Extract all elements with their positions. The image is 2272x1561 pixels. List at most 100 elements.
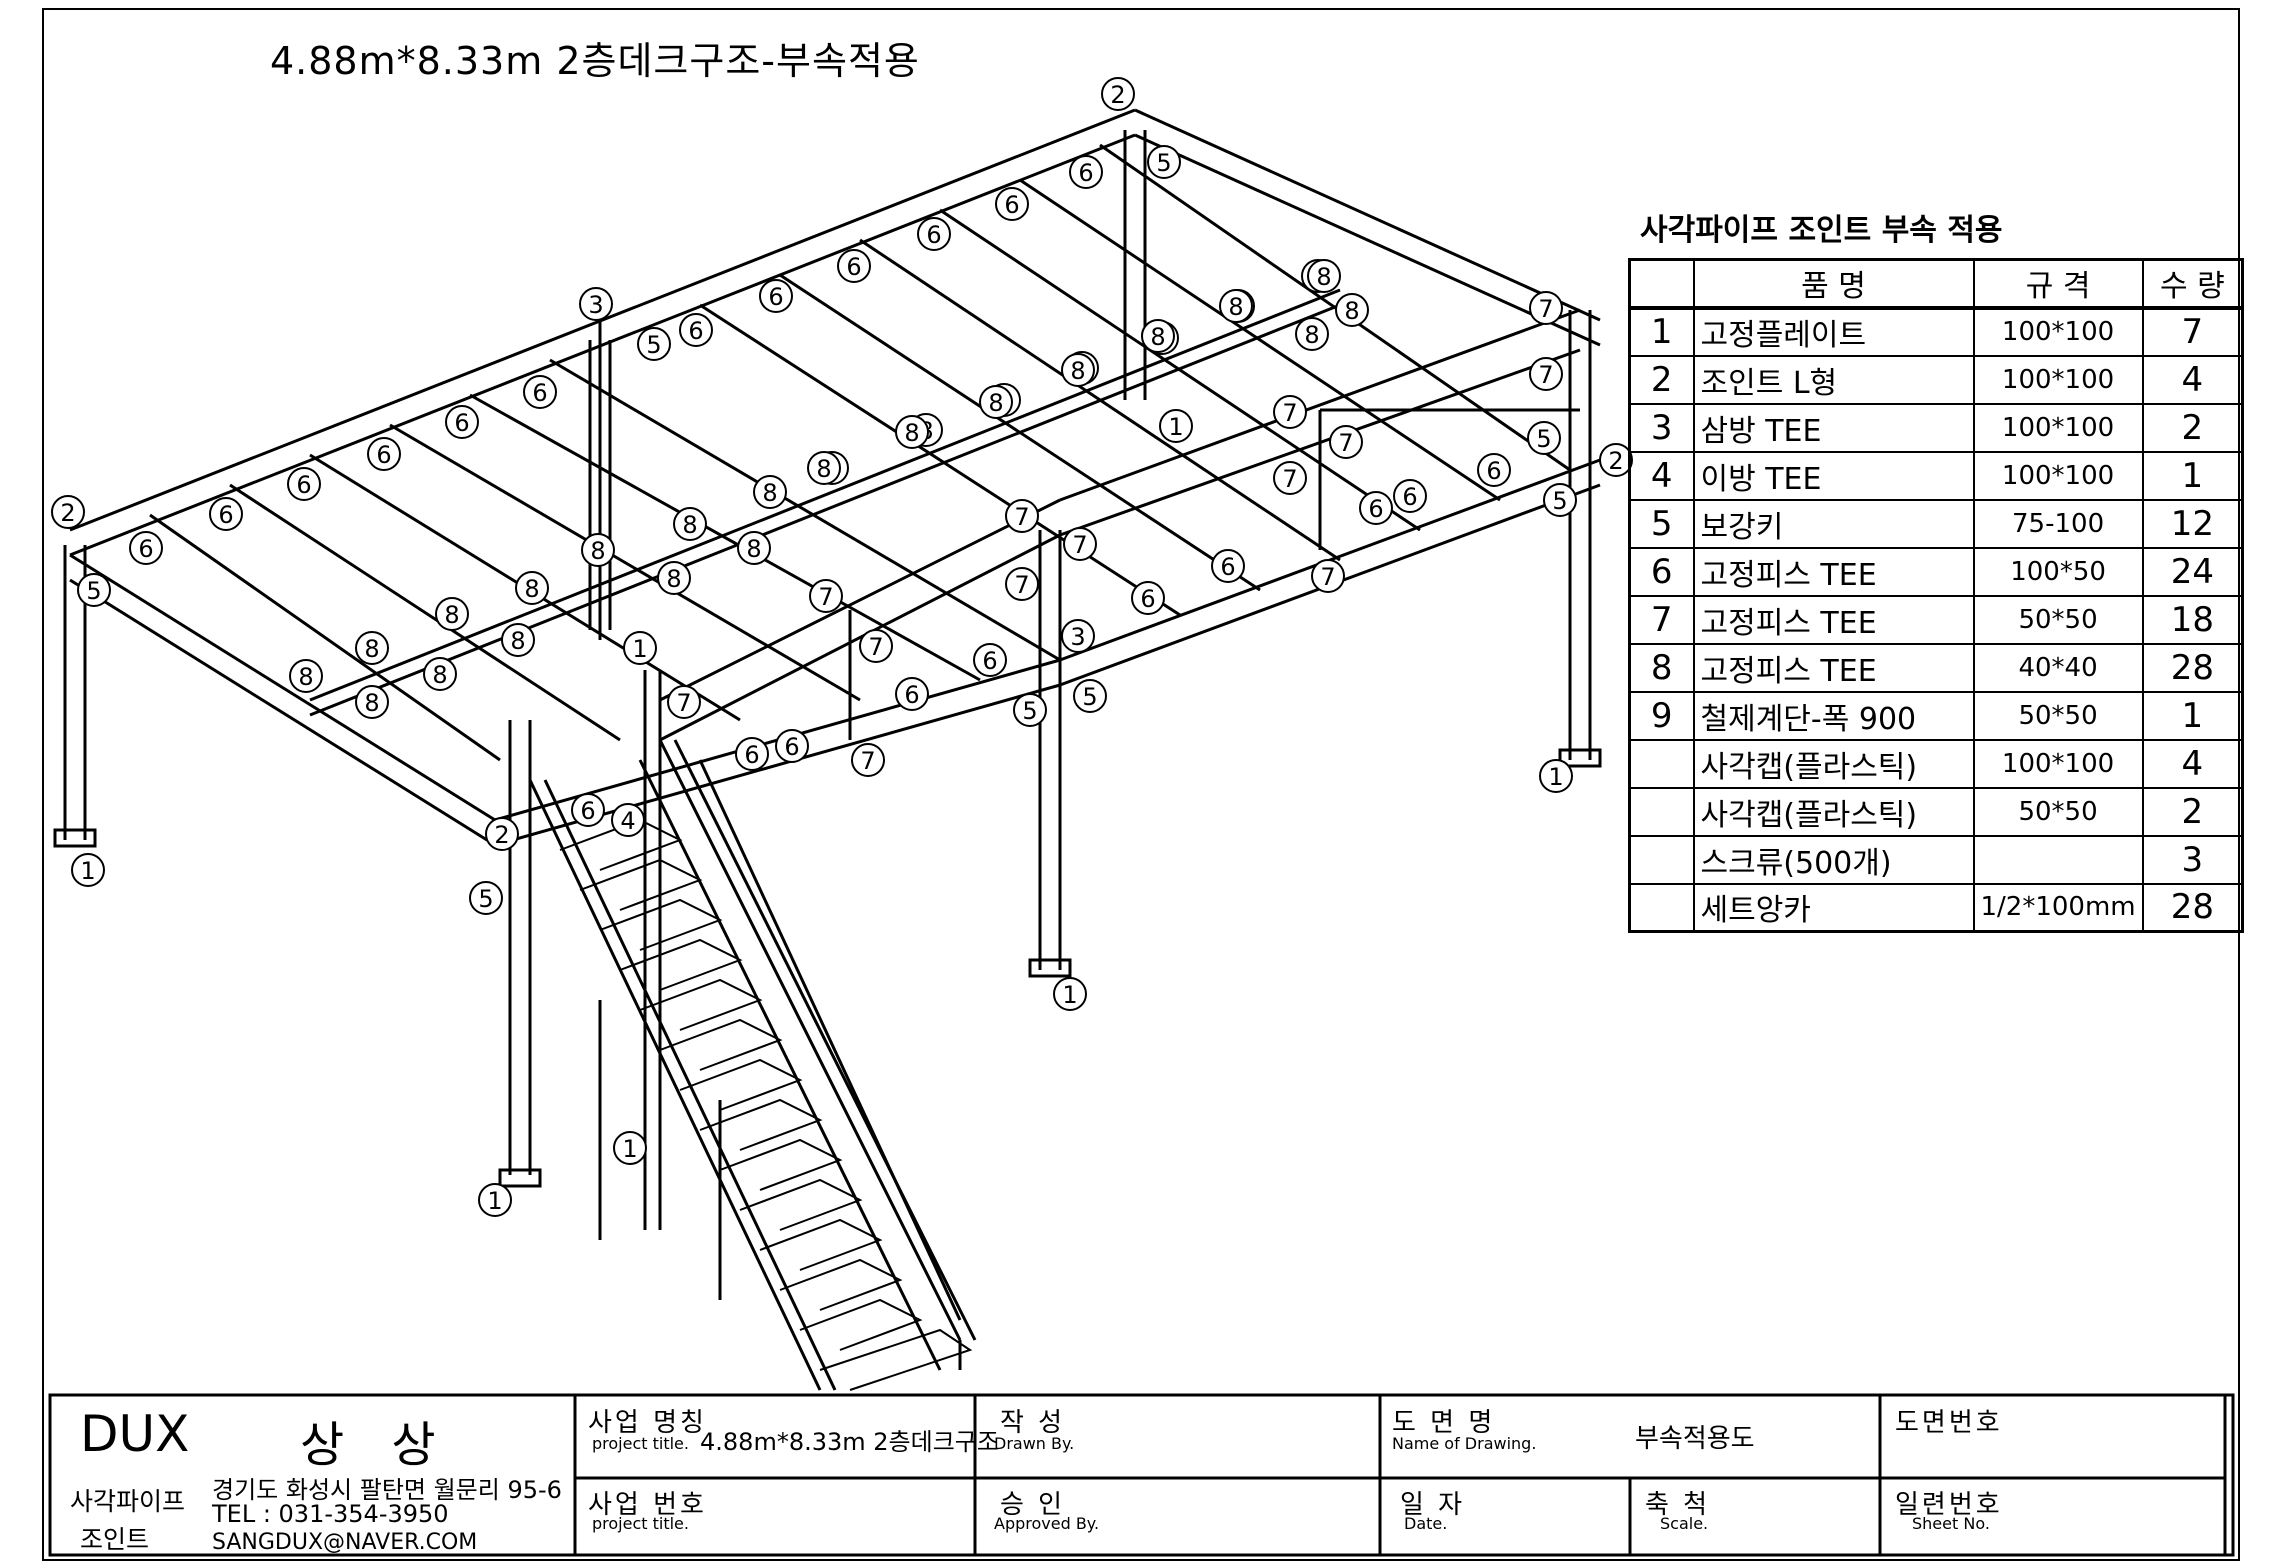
callout-7: 7 (1273, 395, 1307, 429)
company-name-kr: 상 상 (300, 1417, 452, 1473)
callout-6: 6 (895, 677, 929, 711)
callout-6: 6 (209, 497, 243, 531)
parts-cell-spec: 40*40 (1972, 642, 2144, 693)
approved-sub: Approved By. (994, 1514, 1100, 1533)
callout-8: 8 (355, 685, 389, 719)
callout-8: 8 (979, 385, 1013, 419)
svg-text:8: 8 (666, 565, 681, 593)
callout-6: 6 (129, 531, 163, 565)
scale-sub: Scale. (1660, 1514, 1709, 1533)
parts-cell-spec: 100*100 (1972, 354, 2144, 405)
parts-table-header: 품 명 규 격 수 량 (1628, 258, 2244, 310)
sheet-no-sub: Sheet No. (1912, 1514, 1990, 1533)
svg-text:7: 7 (1282, 465, 1297, 493)
callout-8: 8 (289, 659, 323, 693)
svg-text:7: 7 (1538, 361, 1553, 389)
svg-text:7: 7 (868, 633, 883, 661)
callout-5: 5 (1543, 483, 1577, 517)
svg-text:6: 6 (904, 681, 919, 709)
svg-text:8: 8 (762, 479, 777, 507)
svg-text:7: 7 (1538, 295, 1553, 323)
parts-cell-no (1628, 738, 1695, 789)
project-no-sub: project title. (592, 1514, 689, 1533)
callout-8: 8 (355, 631, 389, 665)
callout-5: 5 (637, 327, 671, 361)
parts-cell-name: 고정피스 TEE (1692, 594, 1975, 645)
callout-8: 8 (1219, 289, 1253, 323)
callout-6: 6 (445, 405, 479, 439)
svg-text:7: 7 (860, 747, 875, 775)
parts-cell-name: 보강키 (1692, 498, 1975, 549)
parts-cell-spec (1972, 834, 2144, 885)
callout-8: 8 (581, 533, 615, 567)
svg-text:1: 1 (80, 857, 95, 885)
callout-8: 8 (737, 531, 771, 565)
parts-cell-no: 6 (1628, 546, 1695, 597)
parts-cell-name: 철제계단-폭 900 (1692, 690, 1975, 741)
company-email: SANGDUX@NAVER.COM (212, 1530, 478, 1555)
parts-cell-qty: 2 (2141, 786, 2244, 837)
callout-3: 3 (1061, 619, 1095, 653)
callout-6: 6 (1069, 155, 1103, 189)
parts-cell-name: 고정플레이트 (1692, 306, 1975, 357)
svg-text:7: 7 (1320, 563, 1335, 591)
parts-cell-qty: 1 (2141, 690, 2244, 741)
svg-text:6: 6 (1486, 457, 1501, 485)
svg-text:6: 6 (1368, 495, 1383, 523)
callout-1: 1 (613, 1131, 647, 1165)
drawn-sub: Drawn By. (994, 1434, 1075, 1453)
callout-8: 8 (753, 475, 787, 509)
svg-text:8: 8 (298, 663, 313, 691)
callout-7: 7 (809, 579, 843, 613)
callout-6: 6 (287, 467, 321, 501)
callout-8: 8 (807, 451, 841, 485)
drawing-no-label: 도면번호 (1895, 1408, 2003, 1438)
callout-8: 8 (1307, 259, 1341, 293)
header-spec: 규 격 (1972, 258, 2144, 310)
parts-cell-no: 9 (1628, 690, 1695, 741)
parts-cell-name: 사각캡(플라스틱) (1692, 738, 1975, 789)
svg-text:8: 8 (444, 601, 459, 629)
project-name-sub: project title. (592, 1434, 689, 1453)
drawn-label: 작 성 (1000, 1408, 1066, 1438)
company-logo-dux: DUX (80, 1405, 190, 1463)
svg-text:8: 8 (510, 627, 525, 655)
parts-cell-no: 7 (1628, 594, 1695, 645)
parts-cell-name: 세트앙카 (1692, 882, 1975, 933)
drawing-title: 4.88m*8.33m 2층데크구조-부속적용 (270, 39, 920, 83)
svg-text:8: 8 (988, 389, 1003, 417)
svg-text:6: 6 (982, 647, 997, 675)
svg-text:7: 7 (1014, 503, 1029, 531)
drawing-name-sub: Name of Drawing. (1392, 1434, 1537, 1453)
callout-2: 2 (485, 817, 519, 851)
svg-text:1: 1 (622, 1135, 637, 1163)
callout-6: 6 (837, 249, 871, 283)
parts-cell-name: 고정피스 TEE (1692, 546, 1975, 597)
company-tel: TEL : 031-354-3950 (212, 1500, 449, 1528)
callout-8: 8 (515, 571, 549, 605)
svg-text:6: 6 (454, 409, 469, 437)
callout-7: 7 (1329, 425, 1363, 459)
callout-8: 8 (435, 597, 469, 631)
svg-text:5: 5 (1082, 683, 1097, 711)
callout-7: 7 (851, 743, 885, 777)
callout-2: 2 (1599, 443, 1633, 477)
stair-treads (559, 818, 973, 1391)
parts-cell-qty: 28 (2141, 642, 2244, 693)
callout-7: 7 (1063, 527, 1097, 561)
callout-1: 1 (71, 853, 105, 887)
svg-text:5: 5 (1552, 487, 1567, 515)
svg-text:1: 1 (487, 1187, 502, 1215)
parts-cell-no: 5 (1628, 498, 1695, 549)
callout-1: 1 (1053, 977, 1087, 1011)
date-sub: Date. (1404, 1514, 1448, 1533)
callout-6: 6 (775, 729, 809, 763)
header-qty: 수 량 (2141, 258, 2244, 310)
parts-cell-spec: 75-100 (1972, 498, 2144, 549)
svg-text:3: 3 (588, 291, 603, 319)
